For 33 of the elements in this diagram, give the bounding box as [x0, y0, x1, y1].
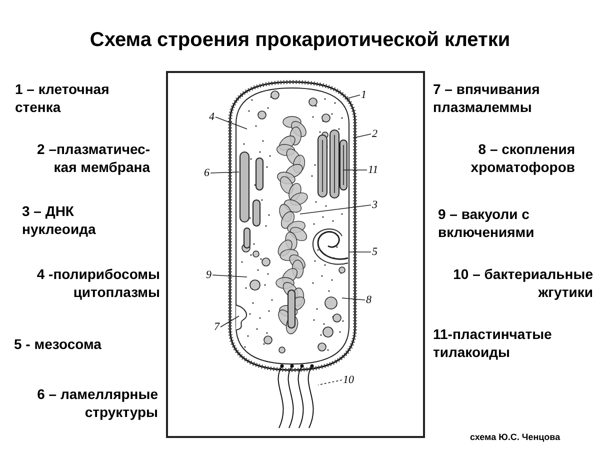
- callout-number: 1: [361, 89, 366, 101]
- callout-number: 4: [209, 111, 214, 123]
- callout-description: 3 – ДНК нуклеоида: [22, 202, 97, 238]
- callout-description: 11-пластинчатые тилакоиды: [433, 325, 553, 361]
- leader-line: [212, 274, 248, 278]
- callout-description: 4 -полирибосомы цитоплазмы: [36, 265, 160, 301]
- callout-number: 11: [368, 164, 378, 176]
- leader-line: [300, 204, 372, 214]
- leader-line: [318, 380, 342, 386]
- callout-description: 8 – скопления хроматофоров: [470, 140, 575, 176]
- leader-line: [220, 316, 240, 328]
- callout-description: 6 – ламеллярные структуры: [36, 385, 158, 421]
- callout-number: 7: [214, 321, 220, 333]
- callout-description: 5 - мезосома: [14, 335, 102, 353]
- callout-description: 7 – впячивания плазмалеммы: [433, 80, 541, 116]
- callout-number: 3: [372, 199, 378, 211]
- callout-description: 10 – бактериальные жгутики: [452, 265, 593, 301]
- leader-line: [215, 116, 248, 130]
- leader-line: [342, 298, 366, 300]
- callout-number: 8: [366, 294, 372, 306]
- callout-number: 6: [204, 167, 210, 179]
- callout-number: 2: [372, 128, 378, 140]
- diagram-title: Схема строения прокариотической клетки: [88, 28, 512, 52]
- callout-description: 9 – вакуоли с включениями: [438, 205, 536, 241]
- leader-line: [210, 172, 240, 174]
- callout-description: 1 – клеточная стенка: [15, 80, 110, 116]
- callout-number: 9: [206, 269, 212, 281]
- leader-line: [344, 94, 360, 100]
- leader-line: [352, 134, 372, 138]
- callout-number: 5: [372, 246, 378, 258]
- callout-description: 2 –плазматичес- кая мембрана: [36, 140, 150, 176]
- source-caption: схема Ю.С. Ченцова: [470, 432, 560, 443]
- callout-number: 10: [343, 374, 354, 386]
